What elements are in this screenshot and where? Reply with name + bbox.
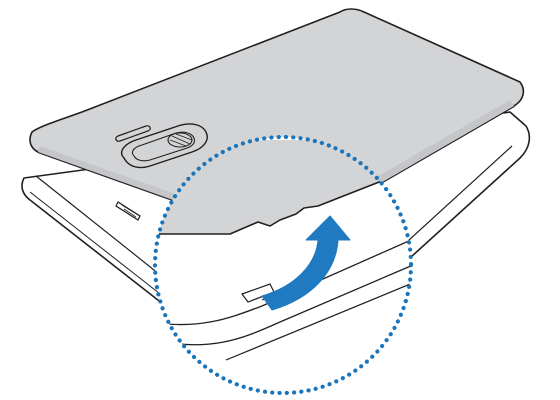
camera-bump-inner xyxy=(131,131,196,162)
camera-bump xyxy=(120,123,208,169)
speaker-grille xyxy=(115,125,151,142)
lift-arrow xyxy=(261,215,351,311)
back-cover-plate xyxy=(29,8,525,238)
inset-dotted-border xyxy=(152,134,414,396)
side-button-lines xyxy=(121,204,139,218)
inset-body-line-3 xyxy=(225,279,411,361)
camera-module xyxy=(120,123,208,169)
inset-cover xyxy=(155,140,411,234)
inset-cover-edge xyxy=(155,165,411,235)
camera-lens-ring xyxy=(169,133,193,147)
